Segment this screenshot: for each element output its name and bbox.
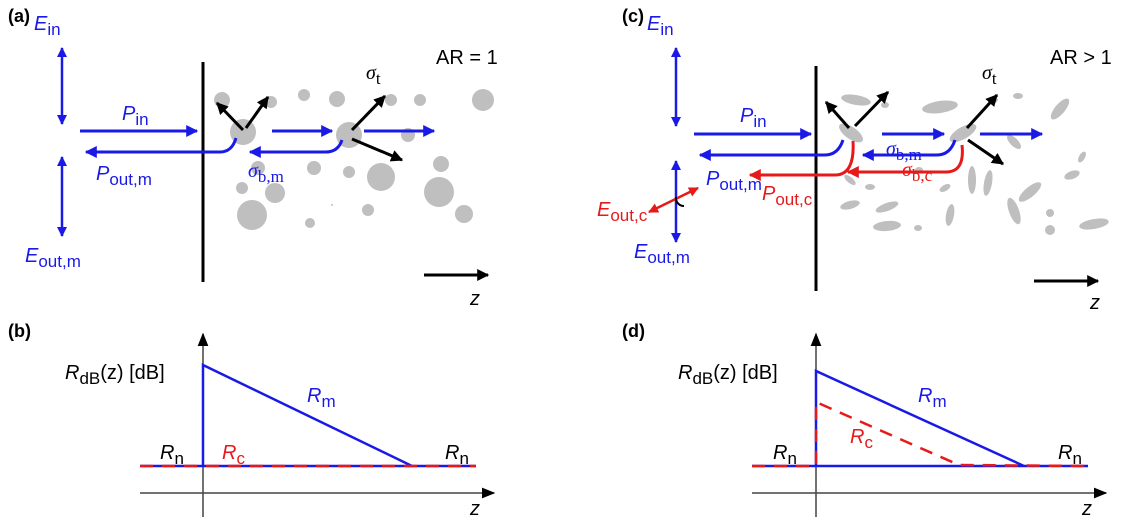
y-axis-label: RdB(z) [dB] xyxy=(65,362,165,388)
scatter-arrow xyxy=(351,137,404,162)
z-label: z xyxy=(1089,292,1100,314)
p-out-m-label: Pout,m xyxy=(96,163,152,189)
panel-a-tag: (a) xyxy=(8,6,30,26)
p-out-c-arrow xyxy=(748,140,855,181)
r-m-label: Rm xyxy=(918,385,947,411)
r-n-right-label: Rn xyxy=(1058,442,1082,468)
p-in-label: Pin xyxy=(740,105,767,131)
sigma-b-m-label: σb,m xyxy=(248,160,284,186)
panel-d-tag: (d) xyxy=(622,321,645,341)
panel-b-tag: (b) xyxy=(8,321,31,341)
r-n-left-label: Rn xyxy=(160,442,184,468)
z-label: z xyxy=(1081,498,1092,519)
sigma-b-c-arrow xyxy=(846,144,964,178)
angle-arc xyxy=(674,196,685,208)
r-c-curve xyxy=(752,400,1089,468)
r-n-left-label: Rn xyxy=(773,442,797,468)
sigma-t-arrow xyxy=(965,93,999,130)
sigma-b-m-arrow xyxy=(861,139,957,161)
e-out-m-label: Eout,m xyxy=(634,241,690,267)
elongated-particles xyxy=(839,93,1109,235)
p-out-c-label: Pout,c xyxy=(762,183,813,209)
sigma-t-arrow xyxy=(350,94,387,132)
sigma-b-m-label: σb,m xyxy=(886,138,922,164)
r-c-label: Rc xyxy=(850,426,873,452)
p-out-m-arrow xyxy=(698,139,845,161)
e-in-label: Ein xyxy=(34,13,61,39)
scatter-arrow xyxy=(853,90,890,128)
y-axis-label: RdB(z) [dB] xyxy=(678,362,778,388)
r-m-label: Rm xyxy=(307,385,336,411)
e-out-c-arrow xyxy=(648,186,699,214)
sigma-b-c-label: σb,c xyxy=(902,159,933,185)
panel-d: (d) RdB(z) [dB] Rm Rc Rn Rn z xyxy=(622,321,1108,519)
p-in-label: Pin xyxy=(122,103,149,129)
z-label: z xyxy=(469,498,480,519)
sigma-b-m-arrow xyxy=(248,139,344,158)
panel-c-tag: (c) xyxy=(622,6,644,26)
scatter-arrow xyxy=(215,101,245,132)
panel-b: (b) RdB(z) [dB] Rm Rc Rn Rn z xyxy=(8,321,496,519)
e-out-c-label: Eout,c xyxy=(597,199,648,225)
z-label: z xyxy=(469,288,480,310)
scatter-arrow xyxy=(824,101,851,129)
e-in-label: Ein xyxy=(647,13,674,39)
scatter-arrow xyxy=(244,96,270,129)
panel-c: (c) xyxy=(597,6,1112,314)
e-out-m-label: Eout,m xyxy=(25,245,81,271)
sigma-t-label: σt xyxy=(366,62,381,88)
panel-a: (a) xyxy=(8,6,498,310)
r-c-label: Rc xyxy=(222,442,245,468)
scatter-arrow xyxy=(967,138,1004,166)
aspect-ratio-label: AR = 1 xyxy=(436,47,498,69)
r-m-curve xyxy=(201,363,413,468)
sigma-t-label: σt xyxy=(982,62,997,88)
r-n-right-label: Rn xyxy=(445,442,469,468)
aspect-ratio-label: AR > 1 xyxy=(1050,47,1112,69)
spherical-particles xyxy=(214,89,494,230)
p-out-m-arrow xyxy=(84,137,238,158)
p-out-m-label: Pout,m xyxy=(706,168,762,194)
